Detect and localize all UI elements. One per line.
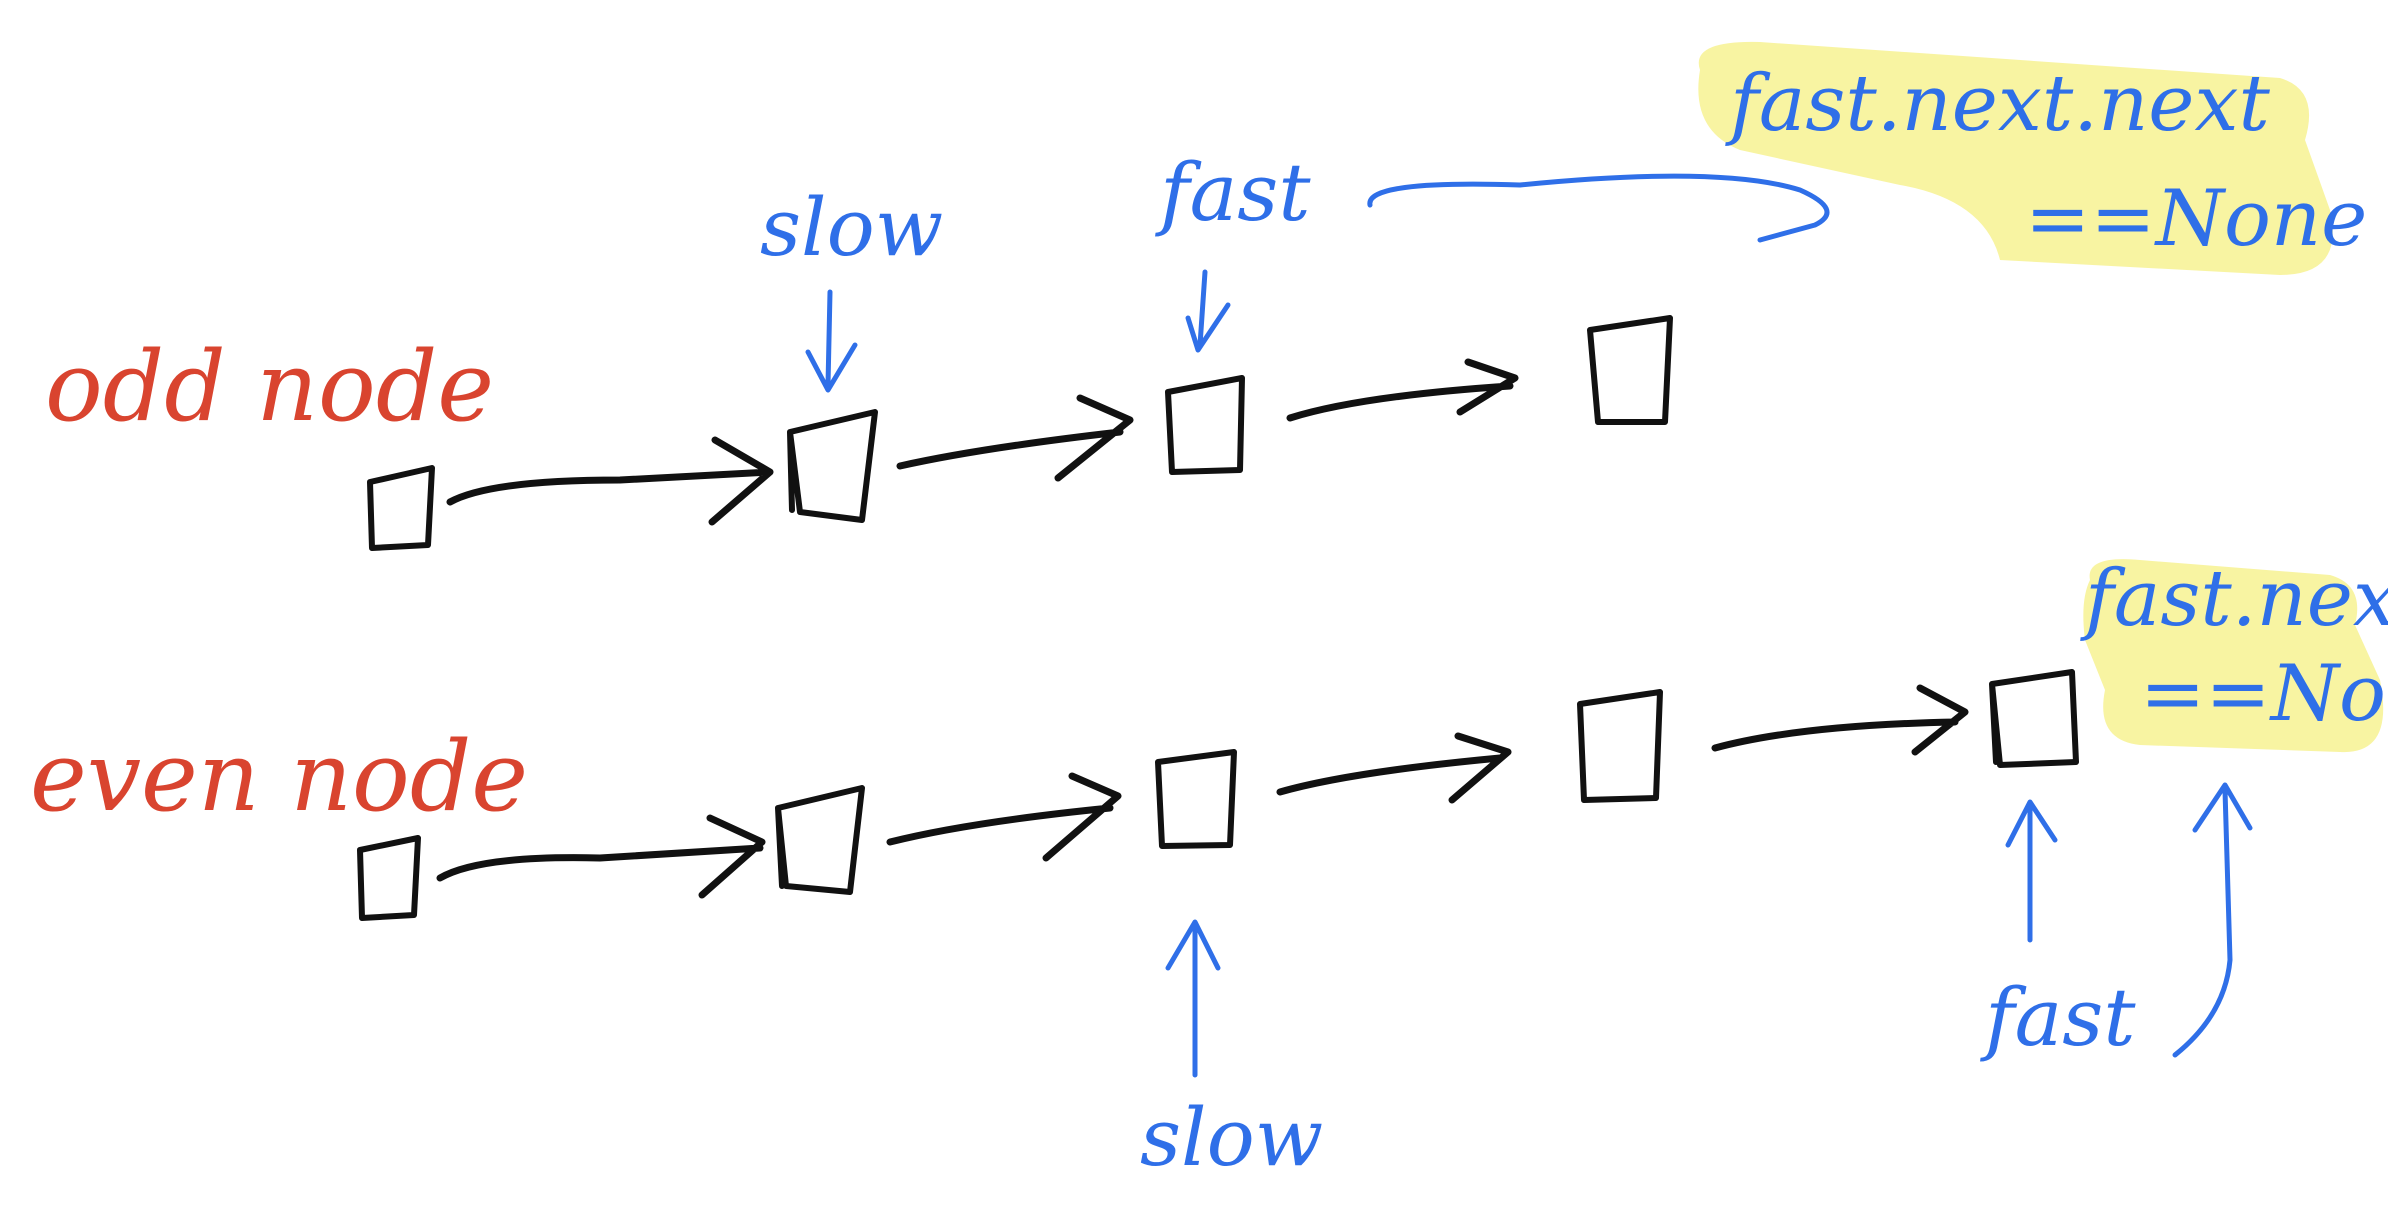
odd-node-3 xyxy=(1165,375,1245,475)
even-fast-label: fast xyxy=(1980,971,2136,1064)
even-slow-label: slow xyxy=(1140,1091,1323,1184)
odd-link-2-3 xyxy=(896,394,1134,482)
odd-fast-arrow xyxy=(1185,269,1231,353)
even-node-1 xyxy=(357,835,421,921)
even-fast-condition-arrow xyxy=(2172,782,2253,1058)
odd-link-3-4 xyxy=(1286,358,1519,422)
even-node-4 xyxy=(1577,689,1663,803)
odd-slow-arrow xyxy=(805,289,858,393)
odd-node-4 xyxy=(1587,315,1673,425)
odd-condition-line2: ==None xyxy=(2025,174,2367,264)
odd-node-1 xyxy=(367,465,435,551)
even-node-2 xyxy=(775,785,865,895)
even-link-2-3 xyxy=(886,772,1122,862)
even-node-3 xyxy=(1155,749,1237,849)
even-link-3-4 xyxy=(1276,732,1512,804)
odd-slow-label: slow xyxy=(760,181,943,274)
odd-fast-label: fast xyxy=(1155,146,1311,239)
even-link-4-5 xyxy=(1711,684,1969,756)
even-condition-highlight xyxy=(2083,559,2384,753)
odd-node-label: odd node xyxy=(45,331,494,443)
odd-condition-highlight xyxy=(1698,41,2333,275)
even-node-label: even node xyxy=(30,721,528,833)
odd-node-2 xyxy=(787,409,878,523)
even-slow-arrow xyxy=(1165,919,1221,1078)
even-condition-line1: fast.next xyxy=(2080,554,2388,644)
even-fast-arrow xyxy=(2005,799,2058,943)
odd-link-1-2 xyxy=(446,436,774,526)
odd-fast-condition-arrow xyxy=(1367,173,1830,243)
even-node-5 xyxy=(1989,669,2079,768)
odd-condition-line1: fast.next.next xyxy=(1725,59,2270,149)
even-condition-line2: ==None xyxy=(2140,649,2388,739)
even-link-1-2 xyxy=(436,814,766,899)
